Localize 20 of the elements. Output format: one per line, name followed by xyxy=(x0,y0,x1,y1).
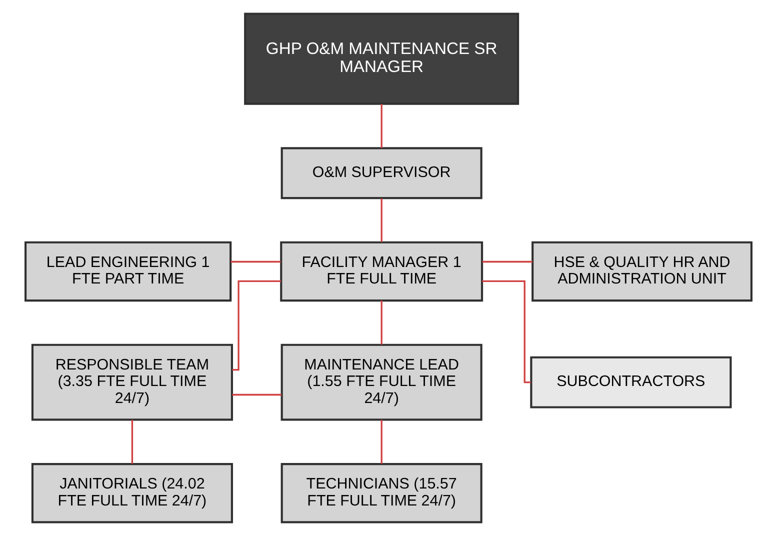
node-box: TECHNICIANS (15.57 FTE FULL TIME 24/7) xyxy=(280,462,482,524)
connector xyxy=(380,198,382,242)
connector xyxy=(380,300,382,345)
connector xyxy=(230,260,281,263)
connector xyxy=(380,104,382,148)
node-box: HSE & QUALITY HR AND ADMINISTRATION UNIT xyxy=(532,241,752,302)
connector xyxy=(131,420,134,464)
connector xyxy=(380,420,382,464)
node-box: FACILITY MANAGER 1 FTE FULL TIME xyxy=(280,241,484,302)
node-box: SUBCONTRACTORS xyxy=(530,356,732,408)
node-box: LEAD ENGINEERING 1 FTE PART TIME xyxy=(24,241,232,302)
node-box: RESPONSIBLE TEAM (3.35 FTE FULL TIME 24/7) xyxy=(31,344,233,421)
node-box: O&M SUPERVISOR xyxy=(280,147,482,200)
connector xyxy=(482,280,531,384)
connector xyxy=(482,260,533,263)
connector xyxy=(232,394,282,396)
node-box: MAINTENANCE LEAD (1.55 FTE FULL TIME 24/7) xyxy=(280,344,482,421)
connector xyxy=(232,280,282,371)
node-box: GHP O&M MAINTENANCE SR MANAGER xyxy=(244,12,520,105)
node-box: JANITORIALS (24.02 FTE FULL TIME 24/7) xyxy=(31,462,233,524)
